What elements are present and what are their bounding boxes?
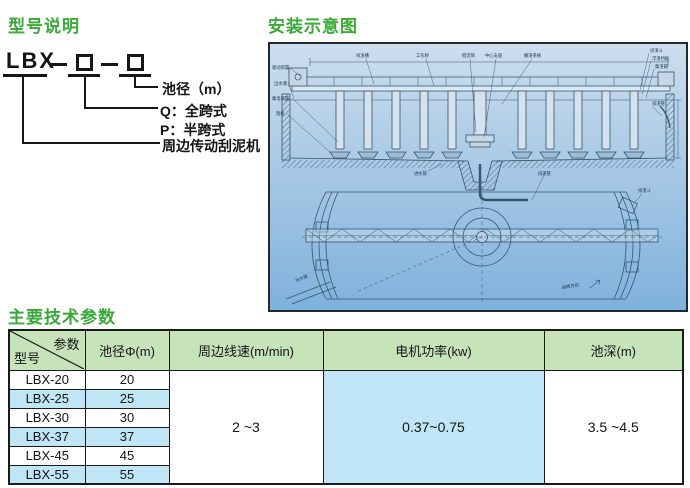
connector-h-machine: [22, 142, 160, 144]
column-header-pool-depth: 池深(m): [543, 329, 684, 371]
installation-diagram-panel: 驱动装置 出水堰 集电装置 刮板 排渣槽 工作桥 稳流筒 中心支座 撇渣系统 排…: [268, 42, 688, 312]
table-row: LBX-20 20 2 ~3 0.37~0.75 3.5 ~4.5: [8, 369, 684, 485]
diagram-label: 撇渣系统: [524, 52, 542, 59]
pool-diameter-label: 池径（m）: [162, 81, 231, 97]
model-underline-1: [3, 74, 47, 77]
diagram-label: 排渣斗: [650, 47, 664, 54]
model-dash-1: [50, 63, 67, 66]
diagram-label: 集渣箱: [655, 63, 669, 70]
center-support: [457, 90, 528, 202]
model-cell: LBX-45: [8, 445, 86, 466]
corner-label-model: 型号: [14, 350, 41, 366]
diameter-cell: 20: [84, 369, 170, 390]
diagram-label: 排渣斗: [638, 187, 652, 194]
scraper-columns: [329, 90, 645, 159]
motor-power-cell: 0.37~0.75: [322, 369, 545, 485]
diagram-label: 浮渣挡板: [652, 55, 670, 62]
diagram-label: 驱动装置: [272, 64, 290, 71]
diagram-label: 集电装置: [272, 95, 290, 102]
diagram-label: 出水堰: [274, 80, 288, 87]
diameter-cell: 45: [84, 445, 170, 466]
model-cell: LBX-25: [8, 388, 86, 409]
leader-lines: [285, 52, 671, 201]
table-row: LBX-37 37: [8, 426, 683, 447]
plan-labels: 出水管 运转方向 排渣斗: [294, 187, 651, 291]
diameter-cell: 30: [84, 407, 170, 428]
column-header-line-speed: 周边线速(m/min): [168, 329, 324, 371]
half-span-label: P：半跨式: [160, 122, 226, 138]
model-underline-2: [68, 74, 100, 77]
column-header-motor-power: 电机功率(kw): [322, 329, 545, 371]
diagram-label: 排渣槽: [356, 52, 370, 59]
diagram-label: 出水管: [294, 272, 309, 283]
model-box-2: [127, 54, 144, 71]
diagram-label: 运转方向: [561, 281, 579, 291]
plan-view: [285, 186, 662, 305]
model-cell: LBX-20: [8, 369, 86, 390]
corner-label-parameter: 参数: [53, 337, 80, 352]
model-code-text: LBX: [6, 48, 56, 73]
diameter-cell: 37: [84, 426, 170, 447]
model-box-1: [76, 54, 93, 71]
full-span-label: Q：全跨式: [160, 103, 227, 119]
table-header-row: 参数 型号 池径Φ(m) 周边线速(m/min) 电机功率(kw) 池深(m): [8, 329, 684, 371]
corner-header-cell: 参数 型号: [8, 329, 86, 371]
model-cell: LBX-30: [8, 407, 86, 428]
line-speed-cell: 2 ~3: [168, 369, 324, 485]
diagram-label: 排泥管: [538, 170, 552, 177]
model-underline-3: [119, 74, 151, 77]
model-cell: LBX-55: [8, 464, 86, 485]
diagram-label: 进水管: [414, 170, 428, 177]
column-header-diameter: 池径Φ(m): [84, 329, 170, 371]
connector-v-span: [84, 77, 86, 109]
pool-depth-cell: 3.5 ~4.5: [543, 369, 684, 485]
elevation-labels: 驱动装置 出水堰 集电装置 刮板 排渣槽 工作桥 稳流筒 中心支座 撇渣系统 排…: [272, 47, 670, 177]
model-dash-2: [101, 63, 118, 66]
diameter-cell: 25: [84, 388, 170, 409]
params-section-heading: 主要技术参数: [8, 308, 116, 327]
elevation-view: [281, 52, 681, 202]
parameters-table: 参数 型号 池径Φ(m) 周边线速(m/min) 电机功率(kw) 池深(m) …: [8, 329, 684, 485]
table-row: LBX-25 25: [8, 388, 683, 409]
connector-v-machine: [22, 77, 24, 144]
diameter-cell: 55: [84, 464, 170, 485]
connector-h-diameter: [134, 86, 158, 88]
table-row: LBX-55 55: [8, 464, 683, 485]
connector-h-span: [84, 107, 158, 109]
diagram-label: 排渣管: [652, 100, 666, 107]
diagram-label: 刮板: [276, 110, 285, 117]
diagram-label: 工作桥: [416, 52, 430, 59]
table-row: LBX-30 30: [8, 407, 683, 428]
installation-diagram: 驱动装置 出水堰 集电装置 刮板 排渣槽 工作桥 稳流筒 中心支座 撇渣系统 排…: [270, 44, 686, 310]
machine-name-label: 周边传动刮泥机: [162, 138, 260, 154]
model-cell: LBX-37: [8, 426, 86, 447]
model-section-heading: 型号说明: [8, 17, 80, 36]
diagram-label: 中心支座: [485, 52, 503, 59]
diagram-section-heading: 安装示意图: [268, 17, 358, 36]
diagonal-divider: [10, 331, 84, 369]
diagram-label: 稳流筒: [462, 52, 476, 59]
connector-v-diameter: [134, 77, 136, 88]
